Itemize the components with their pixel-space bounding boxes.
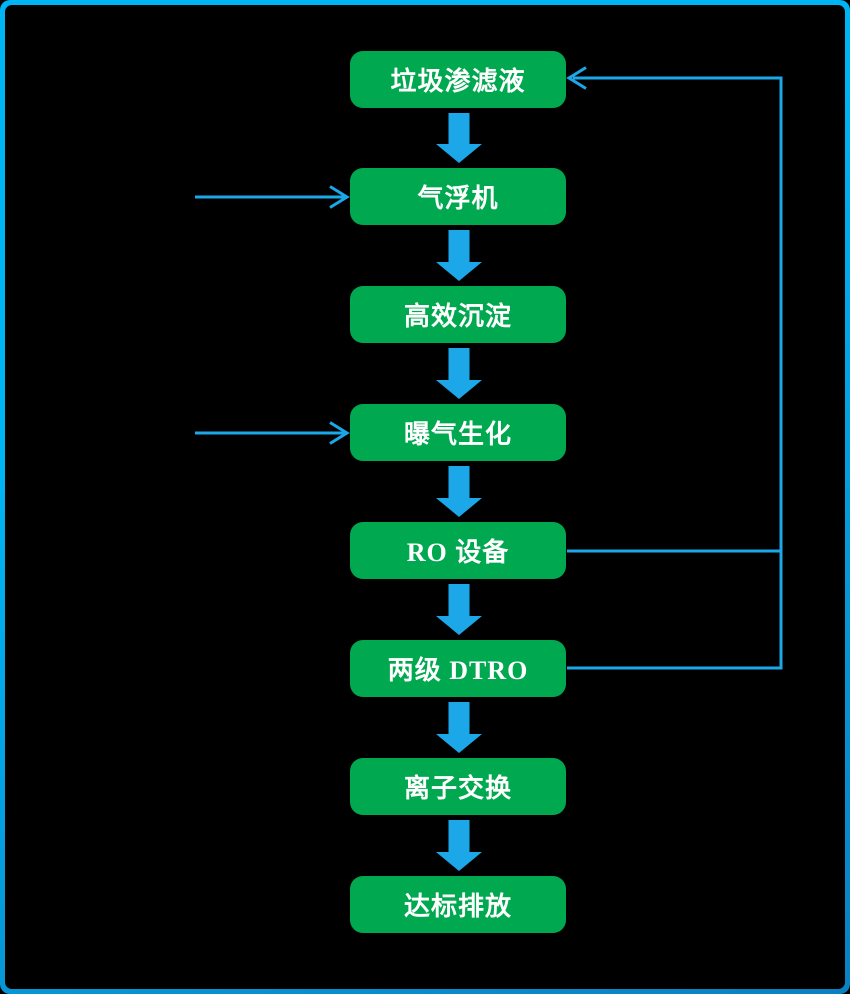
down-arrow-icon: [436, 230, 482, 281]
down-arrow-icon: [436, 348, 482, 399]
down-arrow-icon: [436, 113, 482, 163]
input-arrow-left-head-icon: [329, 421, 350, 445]
node-air-flotation: 气浮机: [350, 168, 566, 225]
node-compliant-discharge: 达标排放: [350, 876, 566, 933]
input-arrow-left-head-icon: [329, 185, 350, 209]
node-two-stage-dtro: 两级 DTRO: [350, 640, 566, 697]
down-arrow-icon: [436, 584, 482, 635]
node-ro-equipment: RO 设备: [350, 522, 566, 579]
feedback-line-dtro: [567, 76, 783, 670]
node-leachate: 垃圾渗滤液: [350, 51, 566, 108]
down-arrow-icon: [436, 702, 482, 753]
node-ion-exchange: 离子交换: [350, 758, 566, 815]
flowchart-canvas: 垃圾渗滤液 气浮机 高效沉淀 曝气生化 RO 设备 两级 DTRO 离子交换 达…: [5, 5, 845, 989]
feedback-arrow-head-icon: [566, 66, 587, 90]
node-aeration-biochemical: 曝气生化: [350, 404, 566, 461]
down-arrow-icon: [436, 466, 482, 517]
flowchart-edges-layer: [195, 66, 783, 871]
down-arrow-icon: [436, 820, 482, 871]
node-high-efficiency-sedimentation: 高效沉淀: [350, 286, 566, 343]
